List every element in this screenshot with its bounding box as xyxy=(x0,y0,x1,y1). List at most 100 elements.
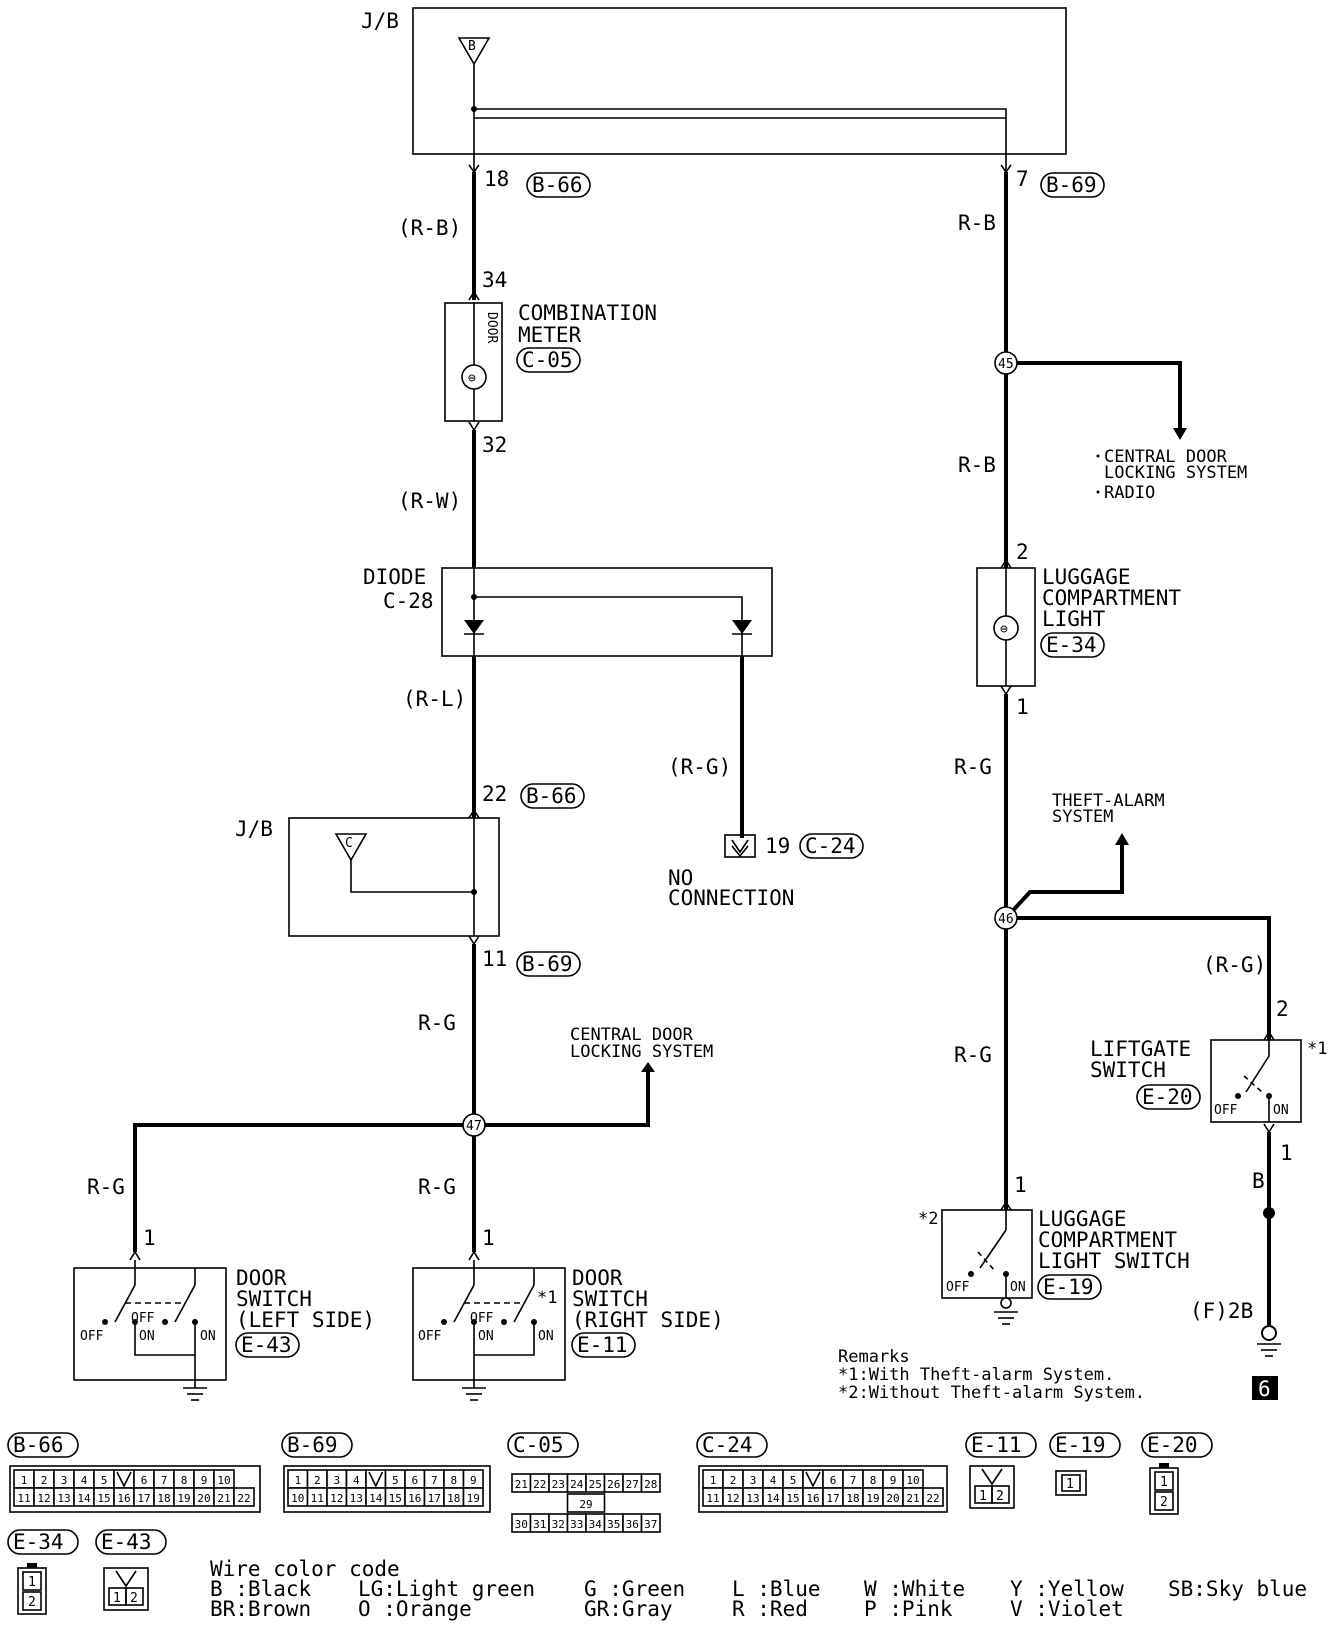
connector-ref-b69-mid: B-69 xyxy=(516,951,581,977)
connector-pin-label: 22 xyxy=(533,1478,546,1491)
svg-text:COMPARTMENT: COMPARTMENT xyxy=(1042,586,1181,610)
wire-b: B xyxy=(1252,1169,1265,1193)
svg-text:E-43: E-43 xyxy=(101,1530,152,1554)
svg-text:*2: *2 xyxy=(918,1209,938,1229)
wire-color-code: Wire color code B :Black BR:Brown LG:Lig… xyxy=(210,1557,1307,1621)
svg-text:1: 1 xyxy=(113,1591,121,1606)
comb-meter-title-2: METER xyxy=(518,323,582,347)
connector-pin-label: 2 xyxy=(730,1474,737,1487)
svg-text:1: 1 xyxy=(28,1575,36,1590)
door-switch-left: OFF OFF ON ON DOOR SWITCH (LEFT SIDE) E-… xyxy=(73,1260,375,1401)
wire-rb-left: (R-B) xyxy=(398,216,461,240)
left-trunk-wires: 18 B-66 (R-B) 34 xyxy=(398,164,591,301)
jb-mid-label: J/B xyxy=(235,817,273,841)
connector-pin-label: 13 xyxy=(350,1492,363,1505)
svg-text:SWITCH: SWITCH xyxy=(572,1287,648,1311)
svg-text:B :Black: B :Black xyxy=(210,1577,312,1601)
liftgate-ground-wire: 1 B (F)2B xyxy=(1190,1123,1293,1357)
pin-19: 19 xyxy=(765,834,790,858)
svg-text:*1: *1 xyxy=(537,1288,557,1308)
pin-22: 22 xyxy=(482,782,507,806)
svg-text:ON: ON xyxy=(200,1329,216,1344)
svg-text:ON: ON xyxy=(139,1329,155,1344)
svg-text:46: 46 xyxy=(998,912,1014,927)
connector-pin-label: 10 xyxy=(291,1492,304,1505)
pin-2-liftgate: 2 xyxy=(1276,997,1289,1021)
connector-pin-label: 14 xyxy=(77,1492,91,1505)
connector-pin-label: 7 xyxy=(850,1474,857,1487)
svg-text:OFF: OFF xyxy=(470,1311,494,1326)
connector-pin-label: 18 xyxy=(447,1492,460,1505)
diode-icon-right xyxy=(732,620,752,634)
diode-title: DIODE xyxy=(363,565,426,589)
connector-pin-label: 19 xyxy=(467,1492,480,1505)
wire-meter-to-diode: 32 (R-W) xyxy=(398,421,507,568)
connector-pin-label: 35 xyxy=(607,1518,620,1531)
pin-1-left: 1 xyxy=(143,1226,156,1250)
connector-pin-label: 23 xyxy=(552,1478,565,1491)
connector-pin-label: 20 xyxy=(886,1492,899,1505)
svg-text:B-66: B-66 xyxy=(532,173,583,197)
svg-text:C-24: C-24 xyxy=(702,1433,753,1457)
svg-text:*1:With Theft-alarm System.: *1:With Theft-alarm System. xyxy=(838,1365,1114,1385)
connector-pin-label: 11 xyxy=(706,1492,719,1505)
svg-text:LIGHT SWITCH: LIGHT SWITCH xyxy=(1038,1249,1190,1273)
connector-pin-label: 34 xyxy=(589,1518,603,1531)
connector-ref-e20: E-20 xyxy=(1136,1084,1201,1110)
splice-46 xyxy=(994,906,1018,930)
svg-text:1: 1 xyxy=(1066,1477,1074,1492)
fuse-b-icon xyxy=(457,37,491,66)
connector-pin-label: 25 xyxy=(589,1478,602,1491)
connector-pin-label: 9 xyxy=(470,1474,477,1487)
pin-1-luggage-switch: 1 xyxy=(1014,1173,1027,1197)
svg-text:C: C xyxy=(345,836,353,851)
connector-pin-label: 8 xyxy=(181,1474,188,1487)
connector-pin-label: 10 xyxy=(217,1474,230,1487)
theft-alarm-2: SYSTEM xyxy=(1052,807,1113,827)
connector-pin-label: 13 xyxy=(57,1492,70,1505)
connector-pin-label: 21 xyxy=(906,1492,919,1505)
svg-text:⊜: ⊜ xyxy=(468,371,476,386)
connector-pin-label: 6 xyxy=(411,1474,418,1487)
connector-pin-label: 29 xyxy=(579,1498,592,1511)
pin-1-luggage: 1 xyxy=(1016,695,1029,719)
connector-pin-label: 8 xyxy=(870,1474,877,1487)
radio-label: RADIO xyxy=(1104,483,1155,503)
connector-pin-label: 3 xyxy=(61,1474,68,1487)
connector-pin-label: 5 xyxy=(790,1474,797,1487)
wire-rg-left-trunk: R-G xyxy=(418,1011,456,1035)
svg-text:LIGHT: LIGHT xyxy=(1042,607,1106,631)
svg-text:BR:Brown: BR:Brown xyxy=(210,1597,311,1621)
no-connection-2: CONNECTION xyxy=(668,886,794,910)
wire-color-code-title: Wire color code xyxy=(210,1557,400,1581)
svg-text:E-11: E-11 xyxy=(971,1433,1022,1457)
wire-rl: (R-L) xyxy=(403,687,466,711)
connector-pin-label: 3 xyxy=(750,1474,757,1487)
svg-text:E-19: E-19 xyxy=(1043,1275,1094,1299)
connector-ref-e34: E-34 xyxy=(1040,632,1105,658)
jb-top-label: J/B xyxy=(361,9,399,33)
wire-rw: (R-W) xyxy=(398,489,461,513)
svg-text:OFF: OFF xyxy=(418,1329,442,1344)
connector-pin-label: 36 xyxy=(626,1518,639,1531)
connector-pin-label: 7 xyxy=(431,1474,438,1487)
connector-pin-label: 8 xyxy=(450,1474,457,1487)
connector-pin-label: 2 xyxy=(314,1474,321,1487)
combination-meter: DOOR ⊜ COMBINATION METER C-05 xyxy=(444,301,657,422)
diode-c28: DIODE C-28 xyxy=(363,565,773,657)
diode-icon-left xyxy=(464,620,484,634)
svg-text:B-69: B-69 xyxy=(287,1433,338,1457)
connector-pin-label: 12 xyxy=(37,1492,50,1505)
door-indicator-label: DOOR xyxy=(484,312,499,343)
cdl-left-2: LOCKING SYSTEM xyxy=(570,1042,713,1062)
svg-text:ON: ON xyxy=(1010,1280,1026,1295)
svg-text:LG:Light green: LG:Light green xyxy=(358,1577,535,1601)
door-switch-right: OFF OFF ON ON *1 DOOR SWITCH (RIGHT SIDE… xyxy=(412,1260,724,1401)
connector-key-icon xyxy=(116,1471,132,1488)
svg-text:B-69: B-69 xyxy=(1046,173,1097,197)
svg-text:SWITCH: SWITCH xyxy=(236,1287,312,1311)
connector-pin-label: 17 xyxy=(428,1492,441,1505)
